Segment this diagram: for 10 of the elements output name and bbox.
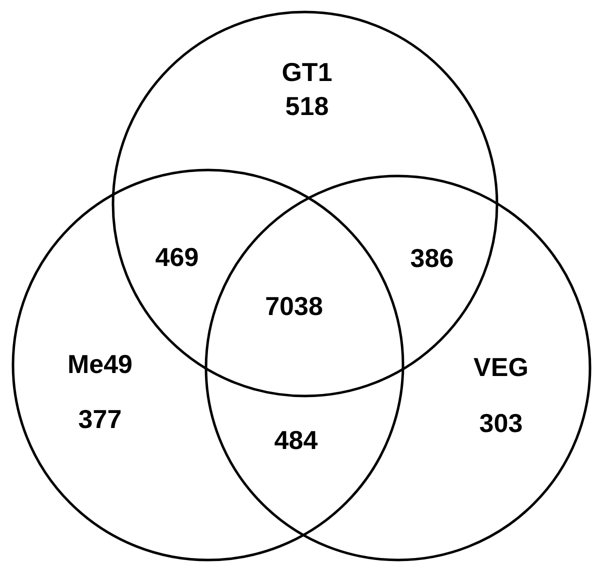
count-label: 7038 <box>265 293 323 319</box>
count-label: 469 <box>155 244 199 270</box>
set-name: Me49 <box>67 351 133 377</box>
set-name: VEG <box>474 354 528 380</box>
count-label: 303 <box>479 410 523 436</box>
count-label: 377 <box>78 406 122 432</box>
set-name: GT1 <box>282 59 332 85</box>
count-label: 386 <box>410 245 454 271</box>
count-label: 484 <box>274 427 318 453</box>
count-label: 518 <box>285 93 329 119</box>
